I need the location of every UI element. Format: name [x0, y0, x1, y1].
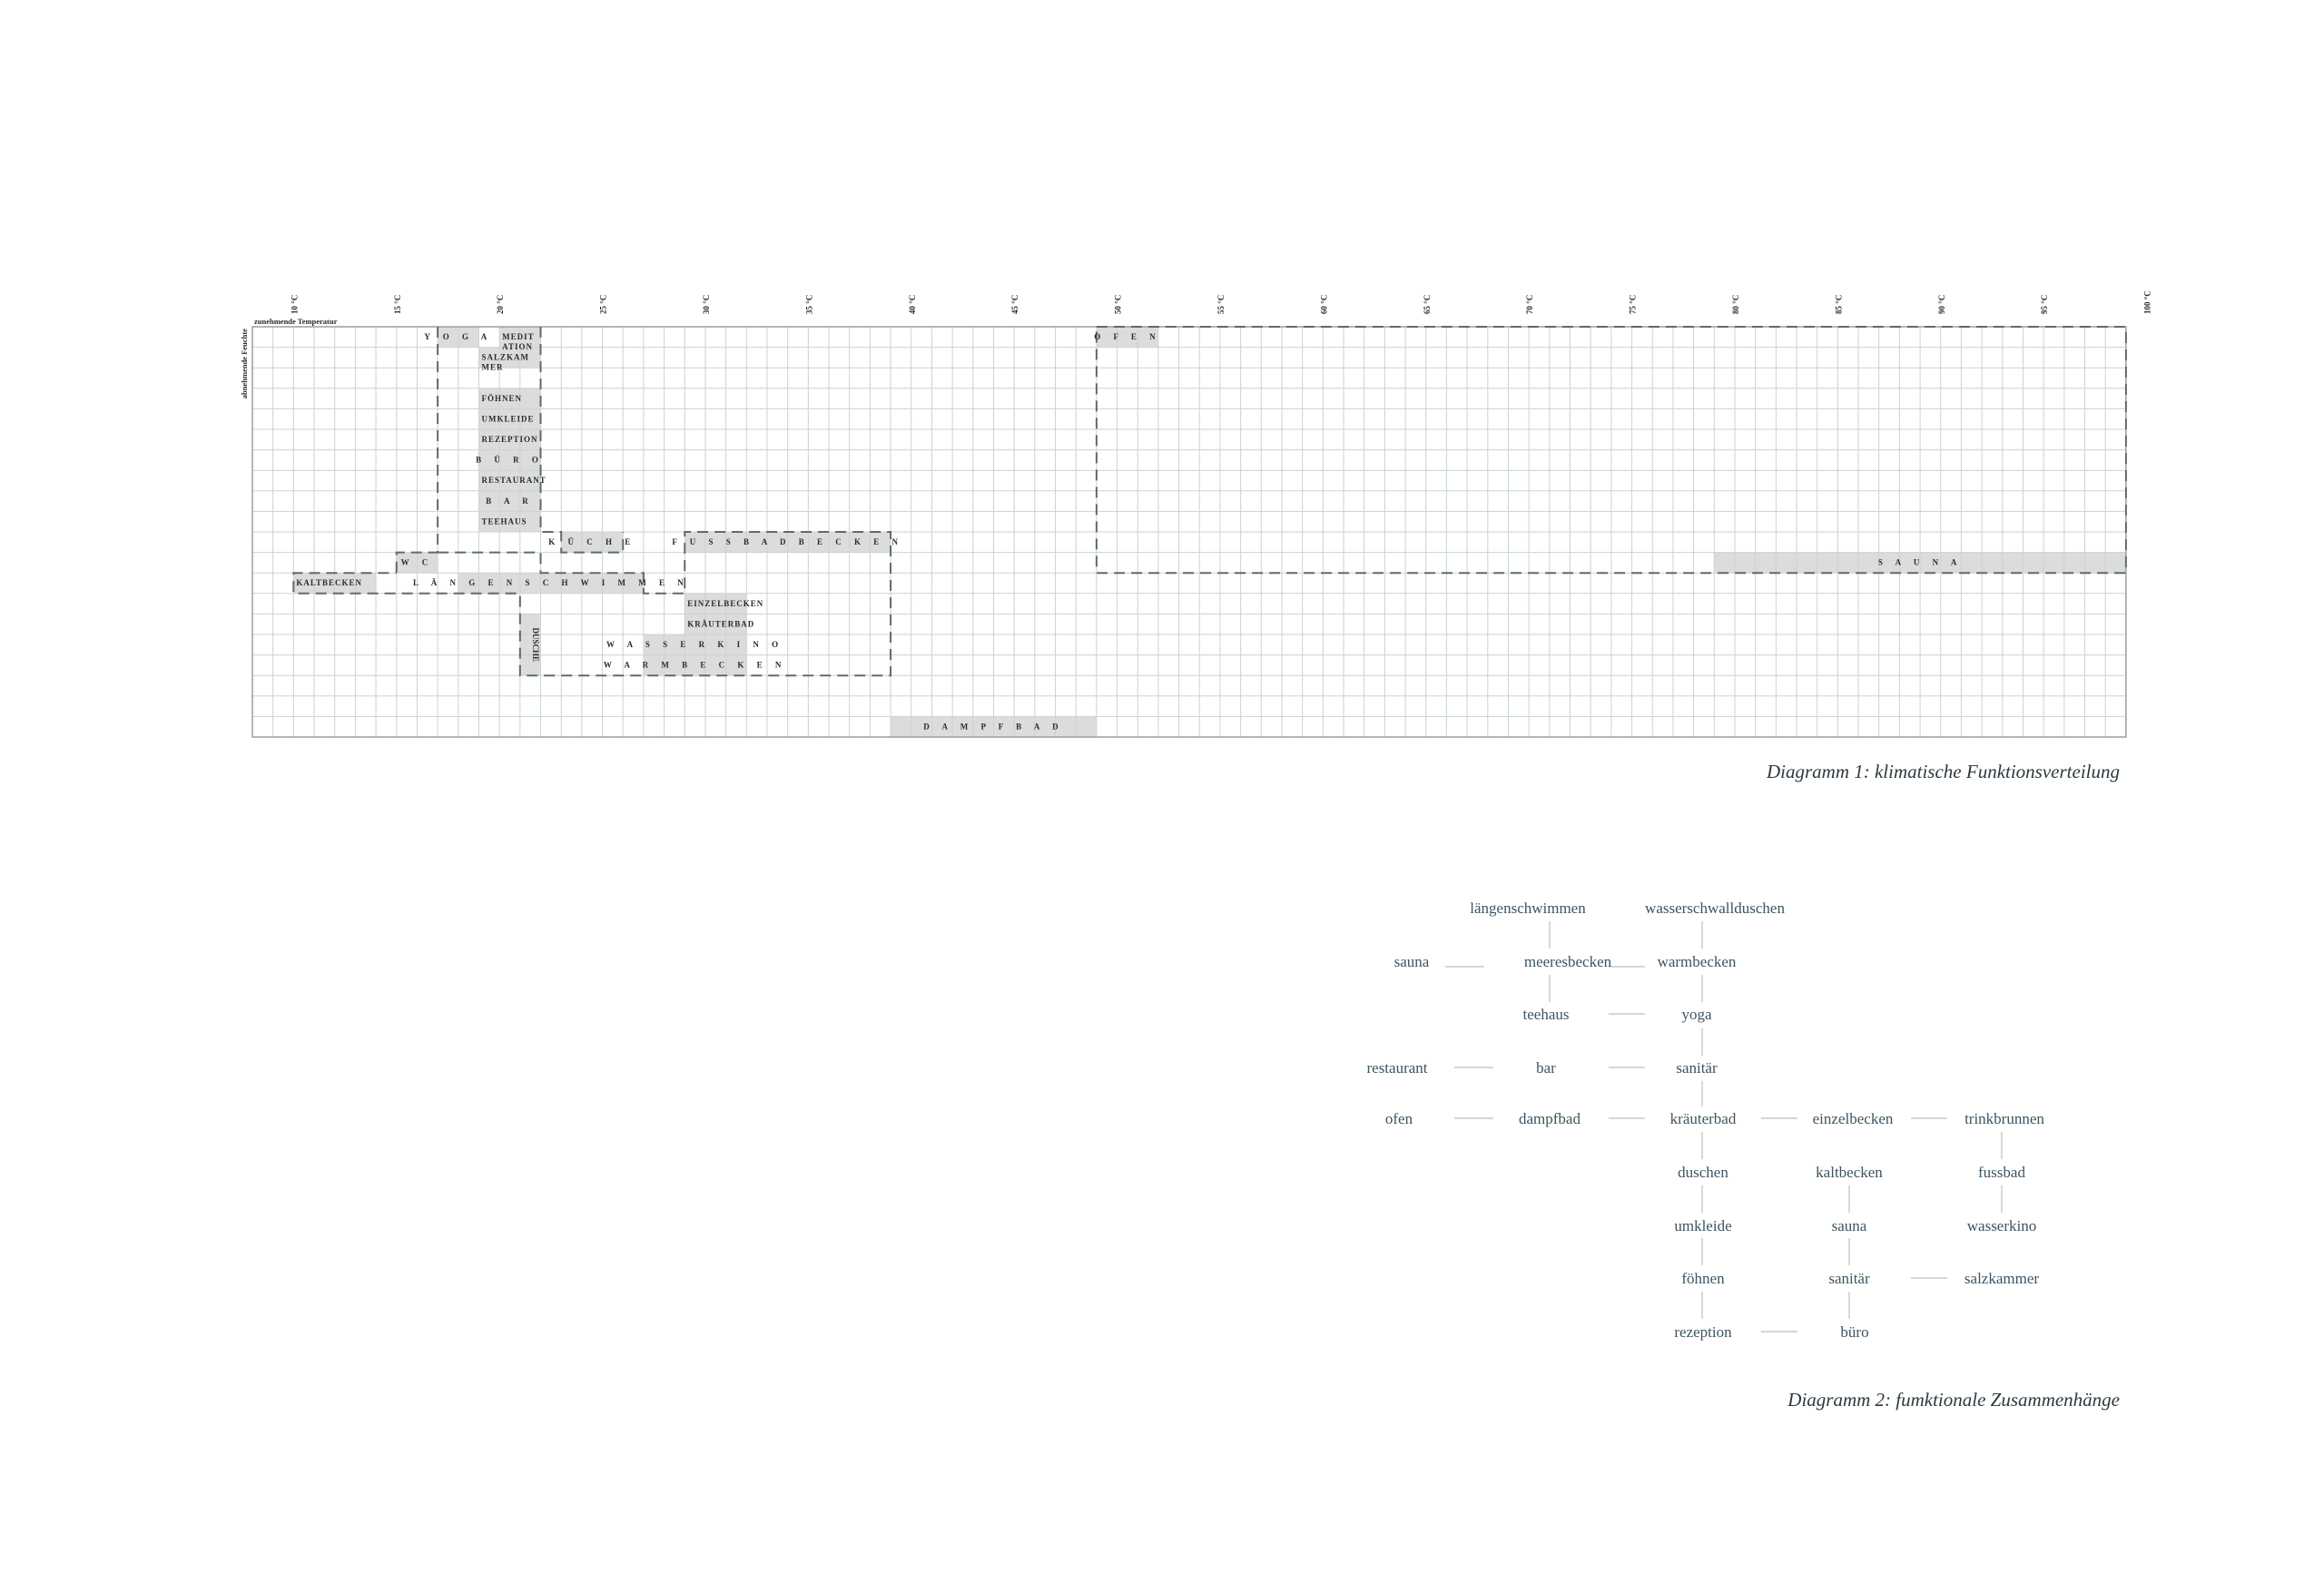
- x-tick-label: 85 °C: [1834, 295, 1843, 314]
- zone-label: S A U N A: [1878, 558, 1963, 567]
- x-tick-label: 45 °C: [1010, 295, 1019, 314]
- region-outline: [539, 327, 625, 554]
- zone-label: MER: [481, 363, 503, 372]
- zone-label: K Ü C H E: [548, 537, 635, 546]
- zone-fill: [684, 593, 747, 615]
- node-bar: bar: [1536, 1059, 1556, 1077]
- grid-lines: [251, 326, 2127, 738]
- node-sanitaer1: sanitär: [1676, 1059, 1718, 1077]
- y-axis-title: abnehmende Feuchte: [240, 329, 249, 398]
- node-einzel: einzelbecken: [1813, 1110, 1894, 1127]
- zone-label: B Ü R O: [476, 456, 544, 465]
- zone-fill: [478, 408, 541, 429]
- x-tick-label: 30 °C: [702, 295, 711, 314]
- zone-label: KRÄUTERBAD: [687, 619, 754, 628]
- x-tick-label: 95 °C: [2040, 295, 2049, 314]
- zone-fill: [684, 614, 747, 634]
- node-salz: salzkammer: [1965, 1270, 2039, 1287]
- node-warm: warmbecken: [1658, 953, 1737, 970]
- zone-label: D A M P F B A D: [923, 722, 1063, 731]
- node-restaurant: restaurant: [1366, 1059, 1427, 1077]
- x-tick-label: 55 °C: [1216, 295, 1226, 314]
- zone-label: SALZKAM: [481, 353, 529, 362]
- zone-label: ATION: [502, 342, 533, 351]
- node-kalt: kaltbecken: [1816, 1164, 1883, 1181]
- zone-label: O F E N: [1094, 332, 1160, 341]
- zone-fill: [478, 490, 541, 512]
- zone-label: MEDIT: [502, 332, 535, 341]
- zone-label: Y O G A: [424, 332, 492, 341]
- zone-label: W A S S E R K I N O: [606, 640, 783, 649]
- x-tick-label: 65 °C: [1423, 295, 1432, 314]
- node-dampfbad: dampfbad: [1519, 1110, 1581, 1127]
- zone-fill: [478, 449, 541, 471]
- node-umkleide: umkleide: [1674, 1217, 1731, 1234]
- x-tick-label: 15 °C: [393, 295, 402, 314]
- x-tick-label: 100 °C: [2143, 290, 2152, 314]
- region-outline: [395, 327, 439, 574]
- x-tick-label: 25 °C: [599, 295, 608, 314]
- zone-fill: [643, 634, 747, 655]
- zone-label: EINZELBECKEN: [687, 599, 763, 608]
- zone-fill: [458, 573, 644, 594]
- zone-label: RESTAURANT: [481, 476, 546, 485]
- node-buero: büro: [1840, 1323, 1868, 1341]
- x-tick-label: 70 °C: [1525, 295, 1534, 314]
- zone-label: B A R: [486, 497, 534, 506]
- diagram-1-caption: Diagramm 1: klimatische Funktionsverteil…: [1766, 761, 2120, 782]
- node-sanitaer2: sanitär: [1828, 1270, 1870, 1287]
- zone-label: FÖHNEN: [481, 394, 522, 403]
- zone-fill: [519, 614, 541, 676]
- node-laengen: längenschwimmen: [1470, 900, 1586, 917]
- node-rezeption: rezeption: [1674, 1323, 1732, 1341]
- zone-fill: [1096, 327, 1158, 348]
- zone-fill: [478, 347, 541, 369]
- diagram-2-caption: Diagramm 2: fumktionale Zusammenhänge: [1787, 1389, 2120, 1411]
- node-teehaus: teehaus: [1523, 1006, 1570, 1023]
- x-tick-label: 35 °C: [804, 295, 813, 314]
- x-tick-label: 10 °C: [290, 295, 299, 314]
- x-tick-label: 80 °C: [1731, 295, 1740, 314]
- node-yoga: yoga: [1681, 1006, 1712, 1023]
- zone-label: UMKLEIDE: [481, 414, 534, 423]
- node-fussbad: fussbad: [1978, 1164, 2025, 1181]
- zone-label: W A R M B E C K E N: [604, 661, 787, 670]
- x-tick-label: 90 °C: [1937, 295, 1946, 314]
- x-axis-title: zunehmende Temperatur: [254, 317, 338, 326]
- zone-label: TEEHAUS: [481, 516, 527, 526]
- zone-label: REZEPTION: [481, 435, 537, 444]
- node-ofen: ofen: [1385, 1110, 1413, 1127]
- region-outline: [292, 531, 892, 677]
- node-trink: trinkbrunnen: [1965, 1110, 2044, 1127]
- zone-label: F U S S B A D B E C K E N: [672, 537, 903, 546]
- node-sauna2: sauna: [1832, 1217, 1867, 1234]
- zone-fill: [478, 388, 541, 409]
- zone-fill: [643, 654, 747, 676]
- zone-label: L Ä N G E N S C H W I M M E N: [413, 578, 689, 587]
- zone-fill: [478, 470, 541, 491]
- x-tick-label: 40 °C: [908, 295, 917, 314]
- node-meeres: meeresbecken: [1524, 953, 1612, 970]
- region-outline: [1095, 326, 2127, 575]
- zone-label: W C: [401, 558, 434, 567]
- zone-fill: [478, 511, 541, 532]
- zone-fill: [561, 532, 624, 553]
- node-foehnen: föhnen: [1681, 1270, 1725, 1287]
- zone-label: KALTBECKEN: [296, 578, 362, 587]
- node-wasserschwall: wasserschwallduschen: [1645, 900, 1785, 917]
- x-tick-label: 75 °C: [1629, 295, 1638, 314]
- zone-label: DUSCHE: [531, 628, 540, 663]
- x-tick-label: 50 °C: [1114, 295, 1123, 314]
- x-tick-label: 20 °C: [496, 295, 505, 314]
- node-duschen: duschen: [1678, 1164, 1728, 1181]
- node-kraeuter: kräuterbad: [1670, 1110, 1737, 1127]
- x-tick-label: 60 °C: [1319, 295, 1328, 314]
- zone-fill: [478, 429, 541, 450]
- node-sauna1: sauna: [1394, 953, 1430, 970]
- node-wasserkino: wasserkino: [1967, 1217, 2036, 1234]
